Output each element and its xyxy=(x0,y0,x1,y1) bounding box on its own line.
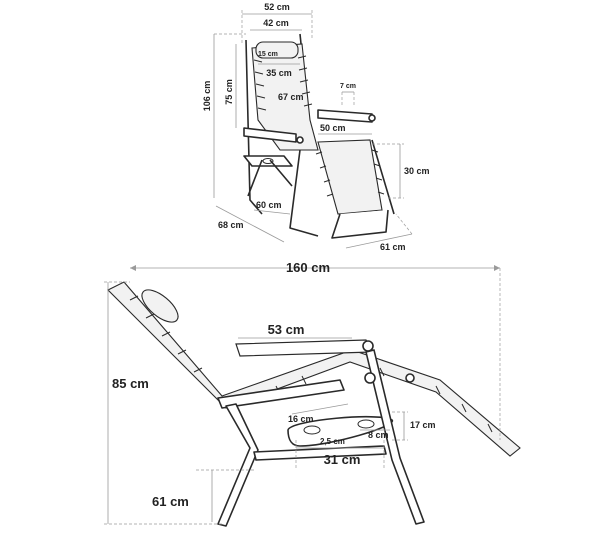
side-knob-lower xyxy=(364,372,376,384)
left-knob xyxy=(296,136,304,144)
top-view-dimensions: 52 cm 42 cm 15 cm 35 cm 106 cm 75 cm 7 c… xyxy=(202,2,430,252)
tray-cup-hole xyxy=(262,158,274,164)
side-tray-cup-hole xyxy=(303,425,321,435)
side-view-chair xyxy=(107,281,521,527)
front-legs xyxy=(247,159,293,197)
side-armrest xyxy=(217,379,345,409)
backrest-lacing xyxy=(253,55,313,111)
side-seat-height-label: 61 cm xyxy=(152,494,189,509)
base-width-label: 61 cm xyxy=(380,242,406,252)
backrest-fabric xyxy=(251,43,319,151)
side-tray-cup-hole-2 xyxy=(357,419,375,429)
tray-depth-label: 16 cm xyxy=(288,414,314,424)
side-fabric-panel xyxy=(107,281,521,457)
left-armrest xyxy=(243,127,297,143)
top-total-height-label: 106 cm xyxy=(202,81,212,112)
total-height-label: 85 cm xyxy=(112,376,149,391)
top-width-inner-label: 42 cm xyxy=(263,18,289,28)
headrest-width-label: 35 cm xyxy=(266,68,292,78)
headrest-pillow xyxy=(255,41,299,59)
side-armrest-length-label: 53 cm xyxy=(268,322,305,337)
side-tray xyxy=(287,415,393,447)
cup-holder-gap-label: 2,5 cm xyxy=(320,437,345,446)
depth-front-label: 60 cm xyxy=(256,200,282,210)
right-knob xyxy=(368,114,376,122)
side-knob-upper xyxy=(362,340,374,352)
middle-leg xyxy=(289,149,319,237)
cup-hole-label: 7 cm xyxy=(340,83,356,90)
back-height-label: 75 cm xyxy=(224,79,234,105)
right-armrest xyxy=(317,109,373,123)
top-seat-height-label: 30 cm xyxy=(404,166,430,176)
rear-leg xyxy=(371,139,395,215)
depth-side-label: 68 cm xyxy=(218,220,244,230)
top-view-chair xyxy=(243,33,395,239)
side-front-leg xyxy=(217,403,259,527)
tray-height-label: 17 cm xyxy=(410,420,436,430)
total-length-label: 160 cm xyxy=(286,260,330,275)
backrest-width-label: 67 cm xyxy=(278,92,304,102)
cup-holder-size-label: 8 cm xyxy=(368,430,389,440)
side-knob-rear xyxy=(405,373,415,383)
top-armrest-length-label: 50 cm xyxy=(320,123,346,133)
side-headrest xyxy=(141,289,179,323)
rear-base xyxy=(331,209,389,239)
tray-width-label: 31 cm xyxy=(324,452,361,467)
side-tray xyxy=(243,155,293,167)
side-view-dimensions: 160 cm 85 cm 53 cm 16 cm 17 cm 2,5 cm 8 … xyxy=(104,260,501,525)
top-width-outer-label: 52 cm xyxy=(264,2,290,12)
side-rear-leg xyxy=(365,349,425,525)
seat-fabric xyxy=(317,139,383,215)
headrest-height-label: 15 cm xyxy=(258,51,278,58)
